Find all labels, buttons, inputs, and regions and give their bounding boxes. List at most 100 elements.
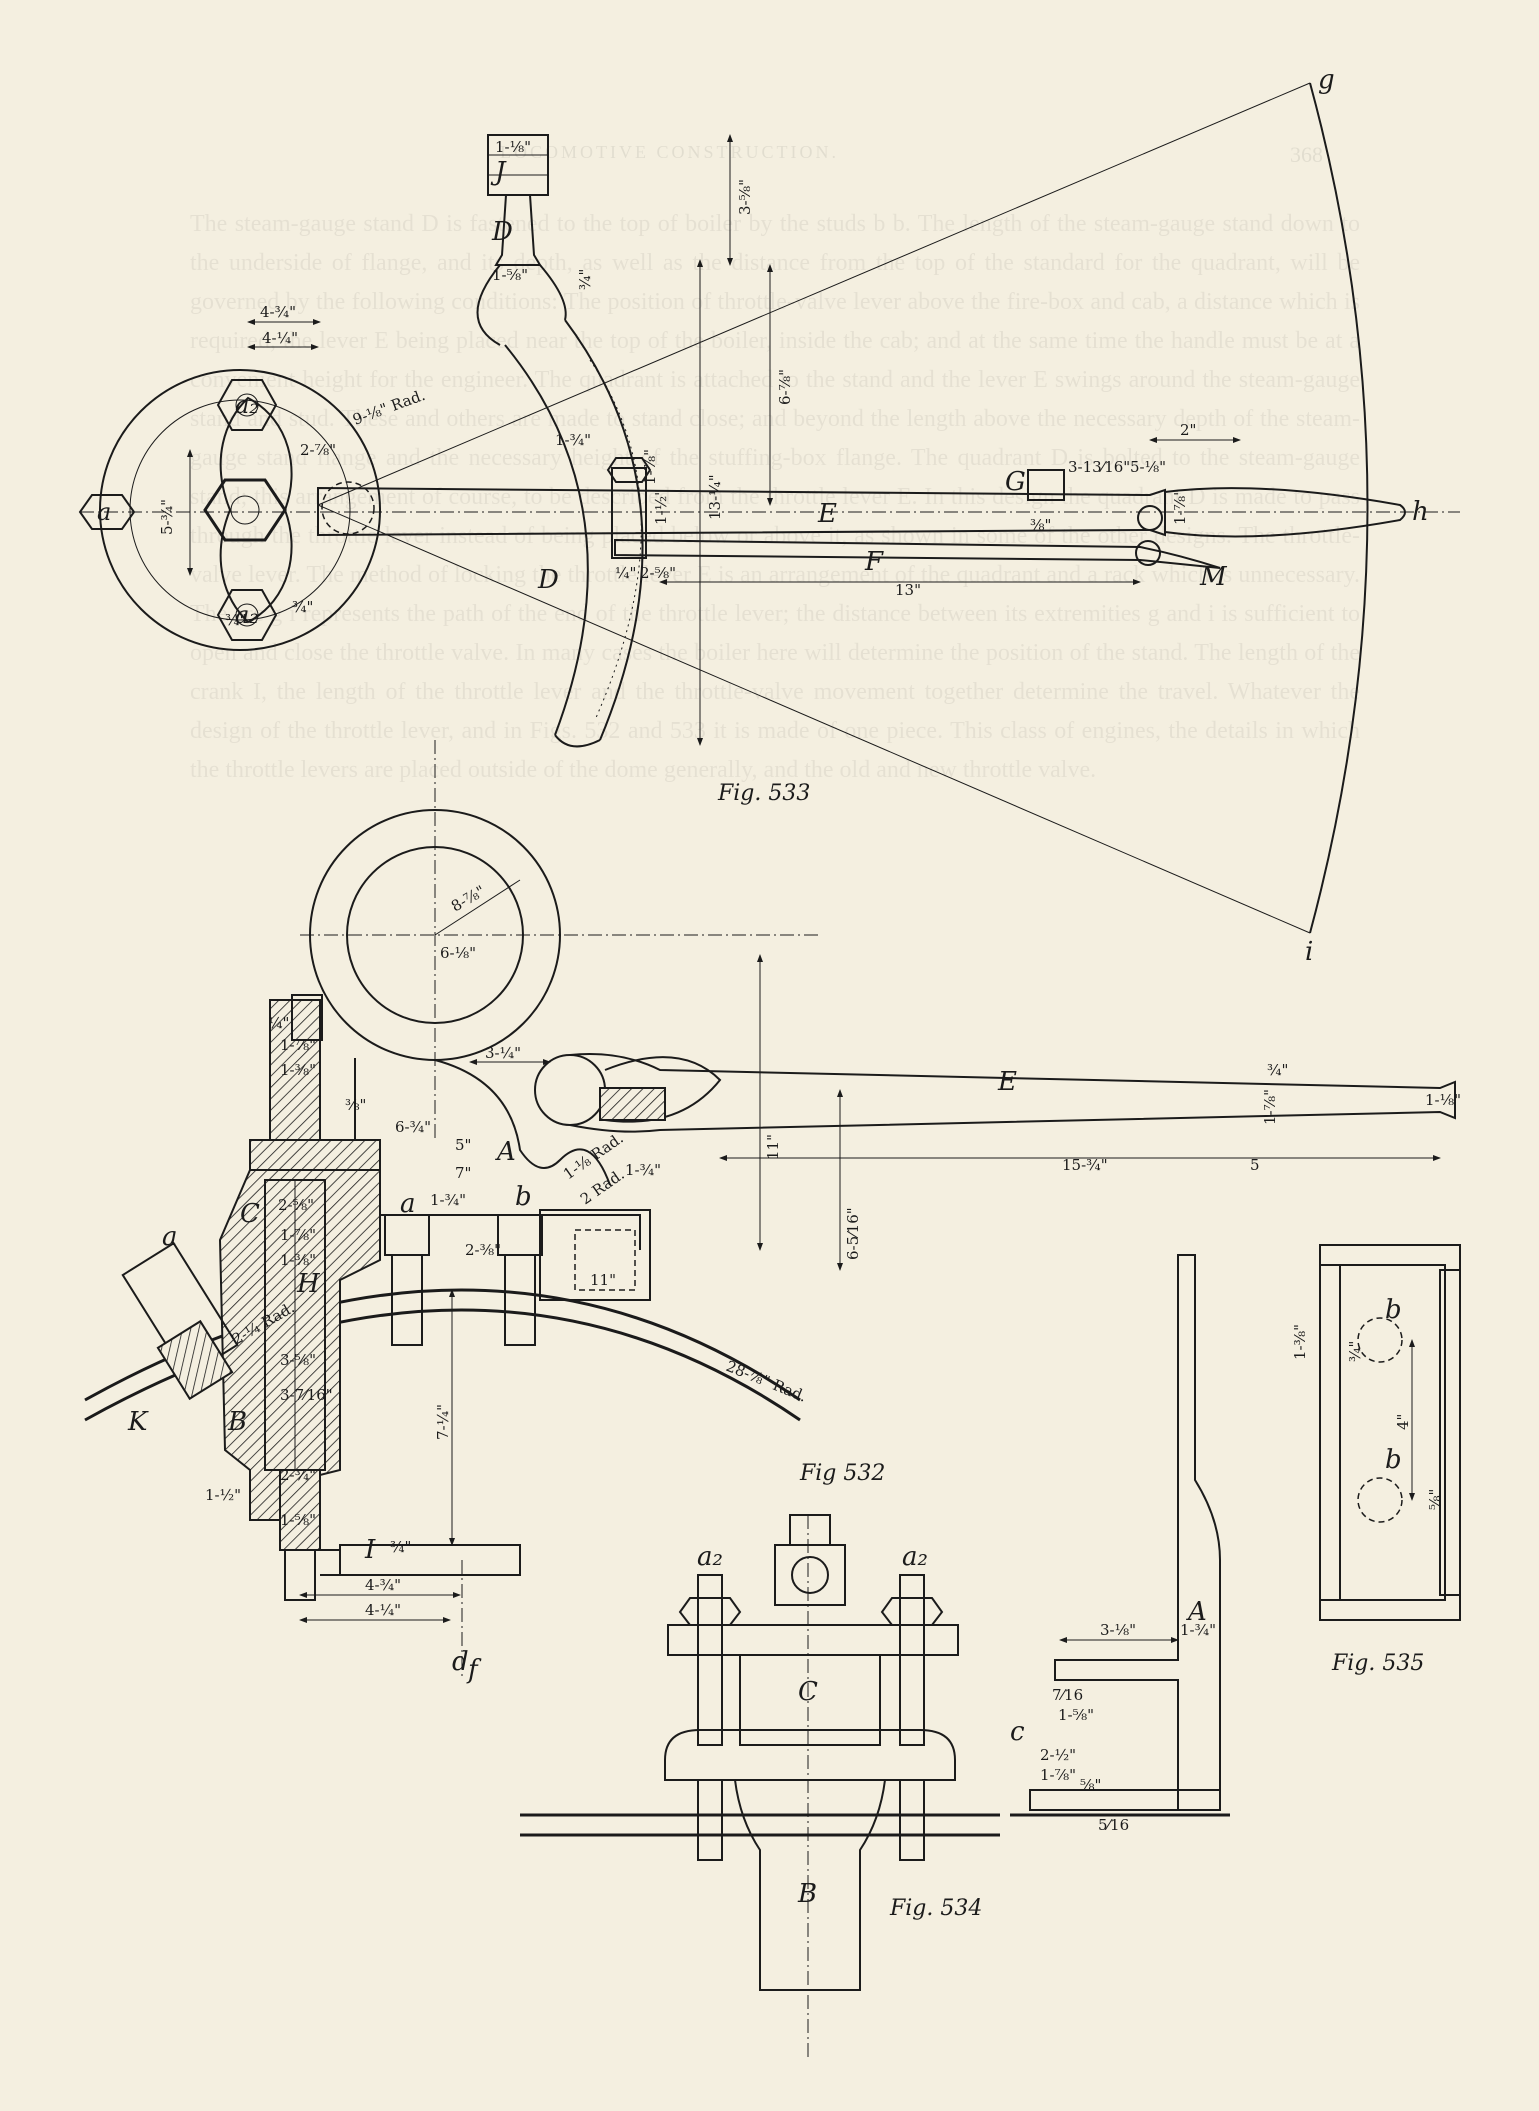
label-a2-bottom: a₂ — [235, 601, 259, 629]
dim-6-3-4: 6-¾" — [395, 1118, 431, 1136]
quadrant-clamp — [611, 467, 647, 559]
label-B: B — [227, 1407, 247, 1437]
nut-a2-top — [216, 379, 278, 431]
dim-5-3-4: 5-¾" — [158, 499, 176, 535]
sector-line-lower — [317, 504, 1311, 934]
label-H: H — [296, 1269, 321, 1299]
dim-1-1-2: 1-½" — [205, 1486, 241, 1504]
dim-1-1-2-clamp: 1-½" — [652, 489, 670, 525]
dim-5-8: ⅝" — [1080, 1776, 1101, 1794]
arc-g-i — [1309, 82, 1369, 934]
caption-fig-533: Fig. 533 — [717, 781, 810, 806]
dim-13: 13" — [895, 581, 921, 599]
dim-1-7-8-disc: ¾" — [225, 611, 246, 629]
stud-a2-left — [697, 1574, 723, 1746]
dim-3-1-8: 3-⅛" — [1100, 1621, 1136, 1639]
stud-a2-right — [899, 1574, 925, 1746]
dim-3-8-nut: ⅜" — [1030, 516, 1051, 534]
dim-5-in: 5" — [455, 1136, 471, 1154]
label-D-arc: D — [537, 565, 559, 595]
caption-fig-534: Fig. 534 — [889, 1896, 982, 1921]
stand-C-534 — [739, 1655, 881, 1746]
dim-1-5-8: 1-⅝" — [280, 1511, 316, 1529]
dim-1-3-4: 1-¾" — [430, 1191, 466, 1209]
dim-1-5-8-stem: 1-⅝" — [492, 266, 528, 284]
quadrant-arc-outer — [504, 344, 589, 736]
dim-1-7-8-mid: 1-⅞" — [280, 1226, 316, 1244]
dim-1-5-8: 1-⅝" — [1058, 1706, 1094, 1724]
dim-4: 4" — [1394, 1414, 1412, 1430]
bolt-hole-b-lower — [1357, 1477, 1403, 1523]
dim-11-flange: 11" — [590, 1271, 616, 1289]
dim-7: 7" — [455, 1164, 471, 1182]
label-a-left: a — [162, 1222, 178, 1252]
dim-6-7-8: 6-⅞" — [776, 369, 794, 405]
label-K: K — [127, 1407, 149, 1437]
page-number: 368 — [1290, 142, 1323, 167]
label-a2-left: a₂ — [697, 1542, 723, 1572]
latch-pin-upper — [1137, 505, 1163, 531]
gland-plate — [219, 396, 293, 624]
label-d: d — [452, 1647, 469, 1677]
label-E-533: E — [817, 499, 837, 529]
dim-2-1-2: 2-½" — [1040, 1746, 1076, 1764]
dim-15-3-4: 15-¾" — [1062, 1156, 1108, 1174]
fig-532: 28-⅞" Rad. 8-⅞" 6-⅛" — [84, 740, 1461, 1685]
dim-2-3-4: 2-¾" — [280, 1466, 316, 1484]
spindle-top-534 — [789, 1514, 831, 1546]
nut-G — [1027, 469, 1065, 501]
throttle-lever-E-elevation — [569, 1053, 1456, 1133]
dim-1-4: ¼" — [615, 564, 636, 582]
dim-1-3-8-mid: 1-⅜" — [280, 1251, 316, 1269]
lever-eye — [534, 1054, 606, 1126]
label-a2-top: a₂ — [235, 391, 259, 419]
label-a2-right: a₂ — [902, 1542, 928, 1572]
dim-13-1-4: 13-¼" — [706, 474, 724, 520]
dim-3-5-8: 3-⅝" — [736, 179, 754, 215]
neck-B-534 — [734, 1779, 886, 1991]
fig-534: a₂ a₂ C B Fig. 534 — [520, 1514, 1000, 2060]
bolt-hole-b-upper — [1357, 1317, 1403, 1363]
dim-J-top: 1-⅛" — [495, 138, 531, 156]
bolt-b-head — [497, 1214, 543, 1256]
dim-3-4-q: ¾" — [576, 269, 594, 290]
dim-11: 11" — [764, 1134, 782, 1160]
dim-3-5-8: 3-⅝" — [280, 1351, 316, 1369]
dim-6-5-16: 6-5⁄16" — [844, 1207, 862, 1260]
label-J: J — [490, 157, 507, 187]
dim-3-7-16: 3-7⁄16" — [280, 1386, 333, 1404]
label-f: f — [466, 1655, 482, 1685]
fig-533: a a₂ a₂ 4-¾" 4-¼" 9-⅛" Rad. 2-⅞" 5-¾" J — [78, 65, 1460, 967]
dim-4-1-4-532: 4-¼" — [365, 1601, 401, 1619]
label-b-upper: b — [1385, 1295, 1402, 1325]
nut-a2-bottom — [216, 589, 278, 641]
dim-1-3-4-E: 1-¾" — [625, 1161, 661, 1179]
base-flange-534 — [664, 1729, 956, 1781]
label-M: M — [1199, 562, 1228, 592]
dim-1-3-4: 1-¾" — [1180, 1621, 1216, 1639]
bracket-A-side — [1054, 1254, 1221, 1811]
label-B-534: B — [797, 1879, 817, 1909]
dim-5-8: 1-⅞" — [641, 449, 659, 485]
gland-bar-534 — [667, 1624, 959, 1656]
label-b-lower: b — [1385, 1445, 1402, 1475]
caption-fig-532: Fig 532 — [799, 1461, 885, 1486]
spindle-cap-534 — [774, 1544, 846, 1606]
dim-3-4-disc: ¾" — [292, 598, 313, 616]
dim-1-7-8-top: 1-⅞" — [280, 1036, 316, 1054]
page-header: LOCOMOTIVE CONSTRUCTION. — [500, 142, 839, 162]
crank-I-hub — [284, 1549, 316, 1601]
dim-1-4: ¼" — [268, 1014, 289, 1032]
throttle-lever-E-plan — [317, 486, 1166, 537]
label-G: G — [1005, 467, 1026, 497]
lever-handle — [1164, 487, 1406, 538]
catch-rod-F — [614, 538, 1221, 569]
stud-nut-center — [203, 478, 287, 542]
dim-3-1-4: 3-¼" — [485, 1044, 521, 1062]
label-h: h — [1412, 497, 1429, 527]
dim-1-7-8-handle: 1-⅞" — [1171, 489, 1189, 525]
dim-1-1-8-E: 1-⅛" — [1425, 1091, 1461, 1109]
dim-2-5-8: 2-⅝" — [640, 564, 676, 582]
label-a: a — [97, 498, 111, 526]
label-C-534: C — [798, 1677, 818, 1707]
